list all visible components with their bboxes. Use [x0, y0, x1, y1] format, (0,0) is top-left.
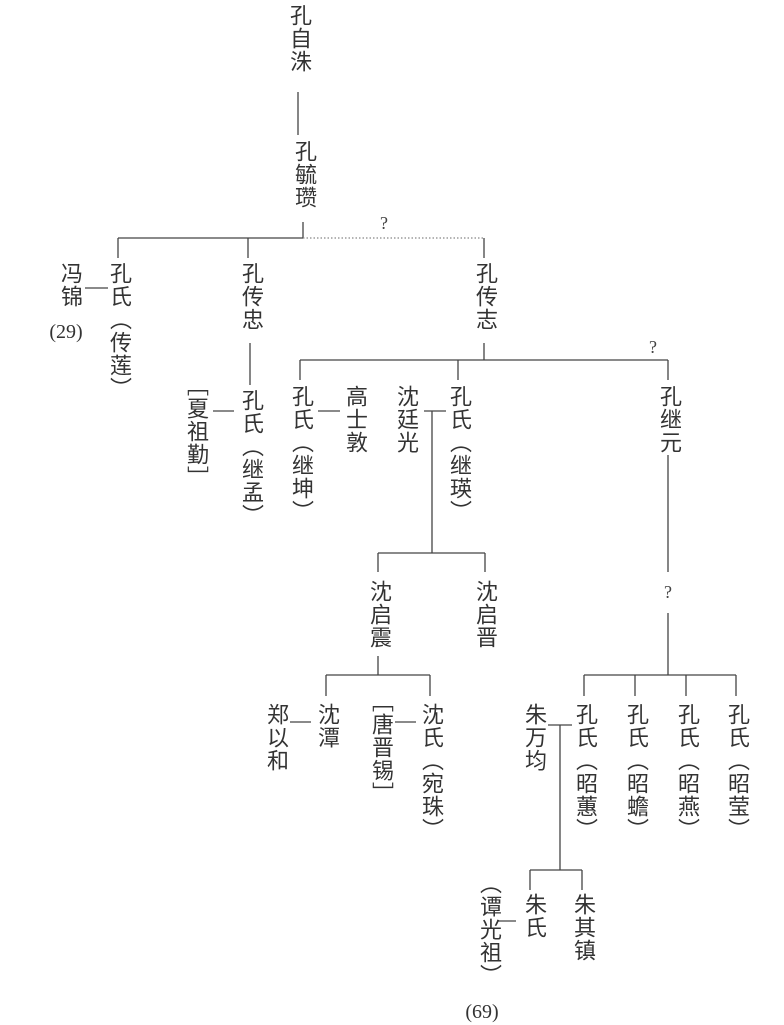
node-daughter-jimeng: 孔氏（继孟） [238, 389, 263, 527]
unknown-mark: ? [664, 582, 672, 602]
line-shen-children [377, 552, 486, 572]
node-kong-jiyuan: 孔继元 [656, 385, 681, 454]
node-daughter-wanzhu: 沈氏（宛珠） [418, 703, 443, 841]
unknown-mark: ? [380, 213, 388, 233]
node-zheng-yihe: 郑以和 [263, 703, 288, 772]
node-daughter-chuanlian: 孔氏（传莲） [106, 262, 131, 400]
node-kong-chuanzhong: 孔传忠 [238, 262, 263, 331]
node-daughter-jikun: 孔氏（继坤） [288, 385, 313, 523]
line-jiyuan-down [583, 455, 737, 696]
node-zhu-wanjun: 朱万均 [521, 703, 546, 772]
node-tan-guangzu: （谭光祖） [476, 872, 501, 987]
node-shen-tingguang: 沈廷光 [393, 385, 418, 454]
node-xia-zuqin: ［夏祖勤］ [183, 374, 208, 489]
unknown-mark: ? [649, 337, 657, 357]
node-daughter-zhaochan: 孔氏（昭蟾） [623, 703, 648, 841]
node-gen2: 孔毓瓒 [291, 140, 316, 209]
node-feng-jin: 冯锦 [57, 262, 82, 308]
node-daughter-zhu: 朱氏 [521, 893, 546, 939]
node-daughter-zhaohui: 孔氏（昭蕙） [572, 703, 597, 841]
node-gao-shidun: 高士敦 [342, 385, 367, 454]
node-zhu-qizhen: 朱其镇 [570, 893, 595, 962]
node-tang-jinxi: ［唐晋锡］ [368, 690, 393, 805]
line-qizhen-down [325, 656, 431, 696]
node-daughter-zhaoying: 孔氏（昭莹） [724, 703, 749, 841]
node-daughter-jiying: 孔氏（继瑛） [446, 385, 471, 523]
line-chuanzhi-down [299, 343, 669, 380]
node-shen-qizhen: 沈启震 [366, 580, 391, 649]
line-gen3-bar [117, 237, 303, 258]
line-marriage-shen [424, 410, 446, 553]
node-daughter-zhaoyan: 孔氏（昭燕） [674, 703, 699, 841]
note-69: (69) [465, 1001, 499, 1023]
note-29: (29) [49, 321, 83, 343]
node-root: 孔自洙 [286, 4, 311, 73]
node-kong-chuanzhi: 孔传志 [472, 262, 497, 331]
node-shen-qijin: 沈启晋 [472, 580, 497, 649]
node-shen-tan: 沈潭 [314, 703, 339, 749]
line-marriage-zhu [529, 724, 583, 890]
